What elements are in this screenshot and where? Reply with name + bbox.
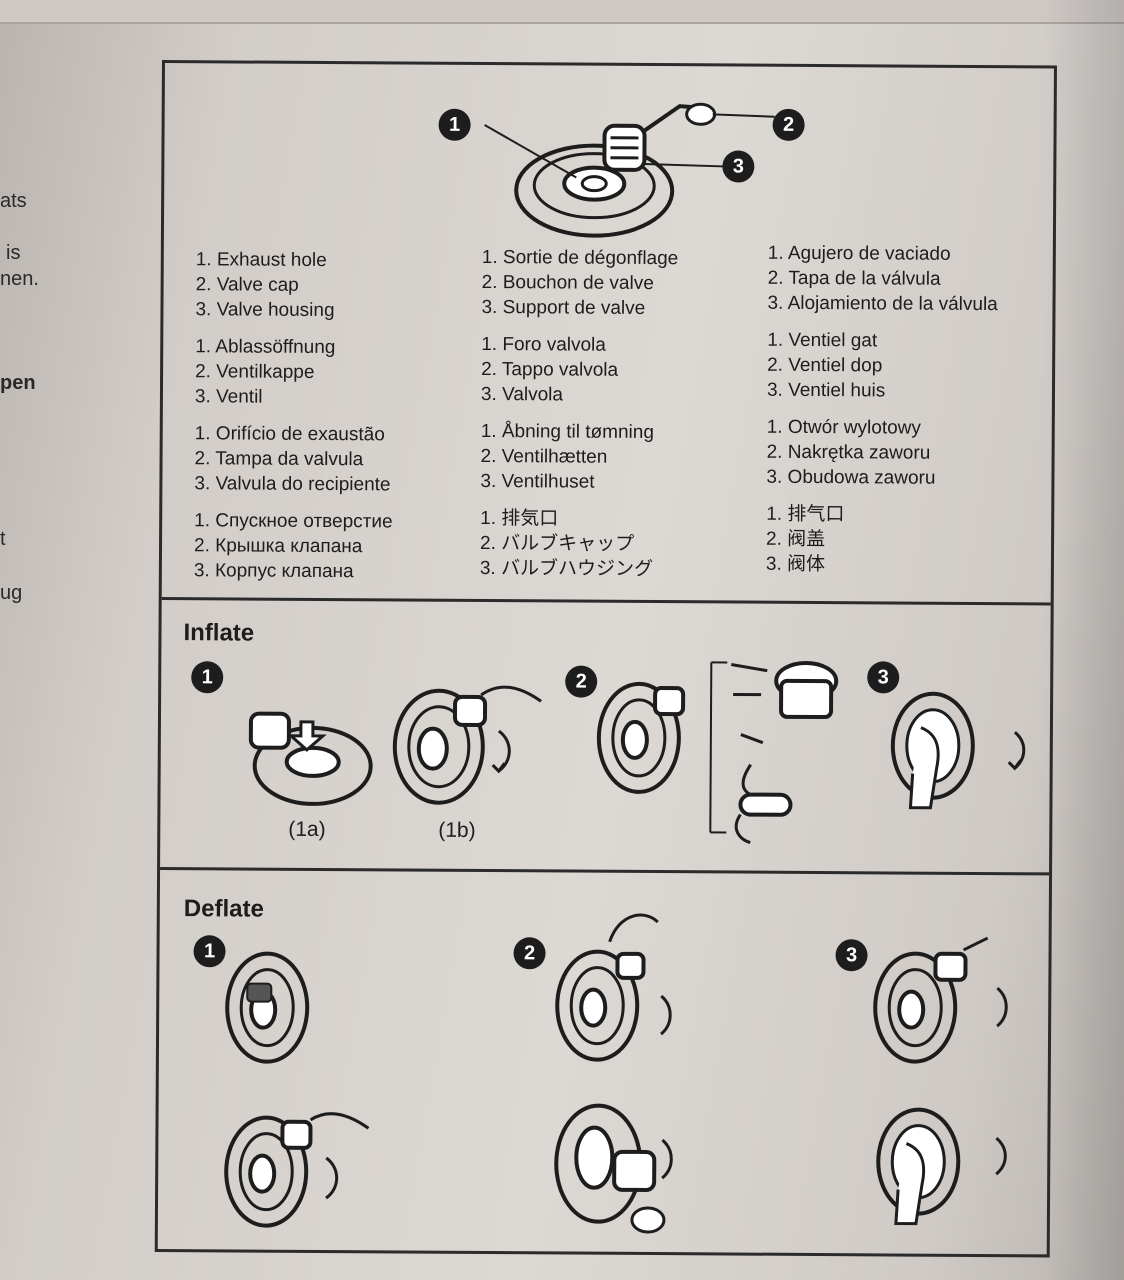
legend-line: 1. 排气口 [766, 503, 845, 526]
legend-line: 2. Ventiel dop [767, 354, 883, 377]
deflate-1-illustrations [224, 951, 370, 1228]
side-fragment: is [6, 242, 21, 264]
legend-line: 1. 排気口 [480, 507, 559, 530]
legend-line: 3. Alojamiento de la válvula [767, 292, 998, 316]
deflate-divider [160, 867, 1050, 876]
side-fragment: ug [0, 582, 23, 604]
legend-line: 1. Ablassöffnung [195, 336, 336, 359]
legend-spanish: 1. Agujero de vaciado 2. Tapa de la válv… [767, 241, 998, 317]
legend-french: 1. Sortie de dégonflage 2. Bouchon de va… [481, 245, 678, 321]
legend-chinese: 1. 排气口 2. 阀盖 3. 阀体 [766, 502, 997, 578]
legend-line: 3. Корпус клапана [193, 560, 354, 583]
legend-line: 2. Tappo valvola [481, 358, 619, 381]
legend-line: 3. Ventiel huis [766, 379, 886, 402]
deflate-step-2: 2 [513, 937, 546, 970]
legend-line: 1. Ventiel gat [767, 329, 878, 352]
legend-column-3: 1. Agujero de vaciado 2. Tapa de la válv… [766, 241, 998, 590]
legend-line: 2. Nakrętka zaworu [766, 441, 931, 464]
legend-line: 1. Exhaust hole [195, 249, 327, 272]
legend-line: 2. Ventilhætten [480, 445, 608, 468]
legend-line: 3. Ventilhuset [480, 470, 595, 493]
legend-german: 1. Ablassöffnung 2. Ventilkappe 3. Venti… [195, 334, 394, 410]
legend-line: 1. Otwór wylotowy [766, 416, 921, 439]
legend-line: 1. Orifício de exaustão [194, 423, 385, 446]
inflate-3-illustration [890, 691, 1026, 810]
side-fragment: t [0, 528, 6, 550]
legend-line: 1. Спускное отверстие [194, 510, 393, 533]
legend-line: 1. Foro valvola [481, 333, 606, 356]
legend-line: 1. Agujero de vaciado [767, 242, 951, 265]
legend-dutch: 1. Ventiel gat 2. Ventiel dop 3. Ventiel… [767, 328, 998, 404]
caption-1a: (1a) [288, 817, 326, 842]
side-fragment: nen. [0, 268, 39, 290]
callout-1: 1 [438, 108, 471, 141]
legend-line: 1. Åbning til tømning [480, 420, 655, 444]
inflate-title: Inflate [183, 619, 255, 647]
side-fragment: pen [0, 372, 36, 394]
legend-line: 2. バルブキャップ [479, 532, 635, 555]
legend-line: 1. Sortie de dégonflage [481, 246, 679, 270]
callout-3: 3 [722, 150, 755, 183]
inflate-1a-illustration [248, 711, 373, 806]
inflate-2-illustration [596, 660, 839, 845]
deflate-3-illustrations [873, 936, 1008, 1226]
deflate-step-3: 3 [835, 939, 868, 972]
legend-line: 3. Ventil [194, 386, 263, 408]
legend-line: 3. 阀体 [765, 553, 826, 576]
legend-polish: 1. Otwór wylotowy 2. Nakrętka zaworu 3. … [766, 415, 997, 491]
caption-1b: (1b) [438, 818, 476, 842]
legend-line: 3. バルブハウジング [479, 557, 654, 581]
legend-portuguese: 1. Orifício de exaustão 2. Tampa da valv… [194, 421, 393, 497]
legend-line: 2. 阀盖 [766, 528, 826, 551]
legend-line: 2. Tapa de la válvula [767, 267, 941, 290]
deflate-2-illustrations [554, 913, 673, 1234]
legend-japanese: 1. 排気口 2. バルブキャップ 3. バルブハウジング [480, 506, 677, 582]
instruction-panel: 1 2 3 1. Exhaust hole 2. Valve cap 3. Va… [154, 60, 1057, 1258]
legend-english: 1. Exhaust hole 2. Valve cap 3. Valve ho… [195, 247, 394, 323]
legend-line: 3. Valvola [480, 383, 564, 406]
deflate-title: Deflate [183, 895, 264, 923]
inflate-divider [161, 597, 1051, 606]
box-top-edge [0, 0, 1124, 24]
side-fragment: ats [0, 190, 27, 212]
legend-russian: 1. Спускное отверстие 2. Крышка клапана … [194, 508, 393, 584]
legend-line: 3. Obudowa zaworu [766, 466, 936, 489]
inflate-step-1: 1 [191, 661, 224, 694]
legend-line: 3. Valve housing [195, 299, 335, 322]
box-crease [1044, 0, 1124, 1280]
inflate-1b-illustration [392, 685, 542, 805]
legend-danish: 1. Åbning til tømning 2. Ventilhætten 3.… [480, 419, 677, 495]
legend-line: 2. Bouchon de valve [481, 271, 654, 295]
legend-line: 2. Крышка клапана [193, 535, 363, 558]
legend-column-2: 1. Sortie de dégonflage 2. Bouchon de va… [480, 245, 679, 594]
callout-2: 2 [772, 108, 805, 141]
legend-italian: 1. Foro valvola 2. Tappo valvola 3. Valv… [481, 332, 678, 408]
valve-diagram [484, 102, 775, 238]
legend-line: 2. Ventilkappe [195, 361, 315, 383]
legend-line: 2. Tampa da valvula [194, 448, 364, 471]
legend-line: 2. Valve cap [195, 274, 299, 296]
legend-line: 3. Support de valve [481, 296, 646, 319]
legend-line: 3. Valvula do recipiente [194, 473, 391, 496]
legend-column-1: 1. Exhaust hole 2. Valve cap 3. Valve ho… [194, 247, 395, 596]
